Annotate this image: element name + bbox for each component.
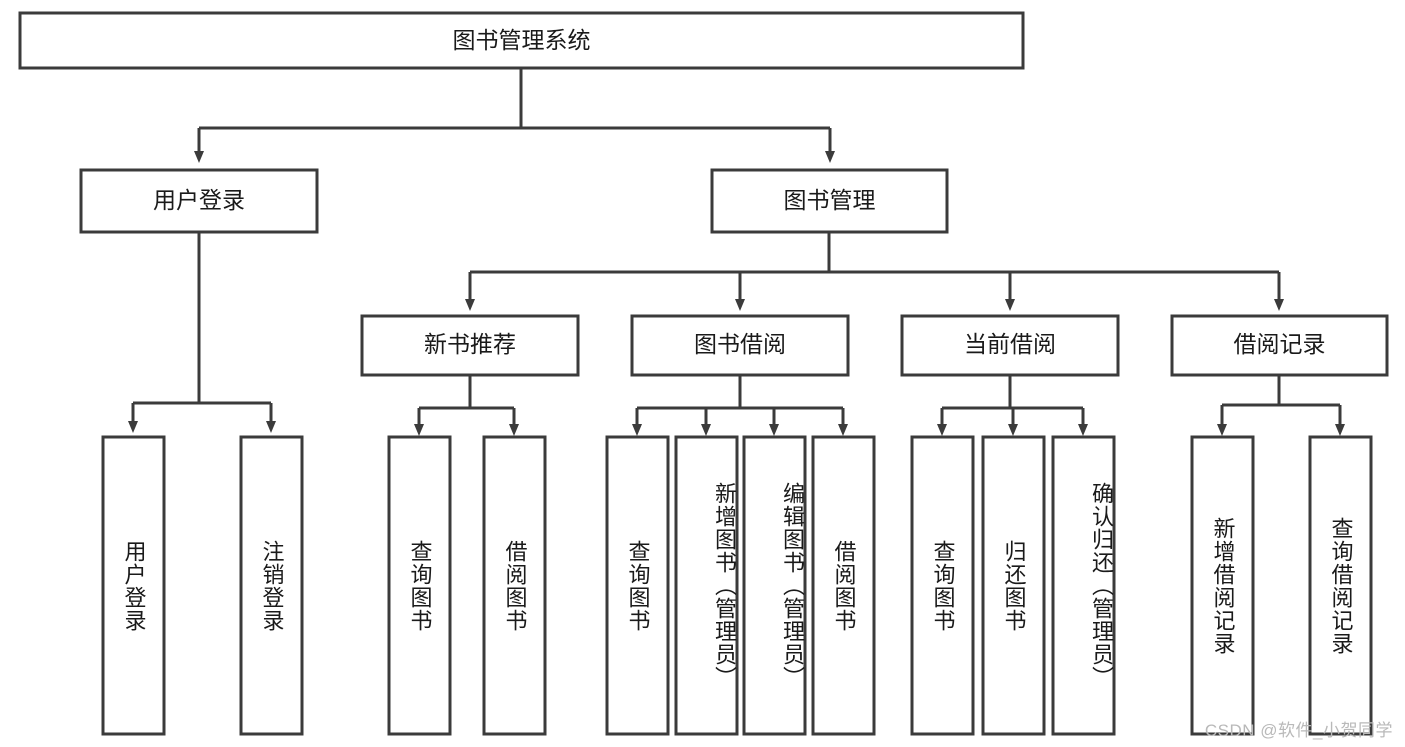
connector-root-to-level1 <box>194 68 835 163</box>
node-book-manage[interactable]: 图书管理 <box>710 168 949 234</box>
node-borrow-record[interactable]: 借阅记录 <box>1170 314 1389 377</box>
leaf-box-confirm-return[interactable] <box>1051 435 1116 736</box>
leaf-box-add-borrow-record[interactable] <box>1190 435 1255 736</box>
leaf-box-edit-book[interactable] <box>742 435 807 736</box>
node-new-book-recommend-label: 新书推荐 <box>424 331 516 357</box>
node-book-borrow-label: 图书借阅 <box>694 331 786 357</box>
connector-book-borrow-to-leaves <box>632 375 848 436</box>
node-new-book-recommend-box[interactable] <box>360 314 580 377</box>
node-user-login-box[interactable] <box>79 168 319 234</box>
leaf-box-query-book-recommend[interactable] <box>387 435 452 736</box>
node-book-borrow[interactable]: 图书借阅 <box>630 314 850 377</box>
node-user-login-label: 用户登录 <box>153 187 245 213</box>
connector-new-book-recommend-to-leaves <box>414 375 519 436</box>
node-current-borrow-box[interactable] <box>900 314 1120 377</box>
leaf-box-user-login[interactable] <box>101 435 166 736</box>
connector-borrow-record-to-leaves <box>1217 375 1345 436</box>
connector-user-login-to-leaves <box>128 232 276 433</box>
leaf-box-add-book[interactable] <box>674 435 739 736</box>
leaf-box-query-book-borrow[interactable] <box>605 435 670 736</box>
connector-book-manage-to-level2 <box>465 232 1284 311</box>
leaf-box-return-book[interactable] <box>981 435 1046 736</box>
leaf-box-query-borrow-record[interactable] <box>1308 435 1373 736</box>
node-book-manage-label: 图书管理 <box>784 187 876 213</box>
node-root-label: 图书管理系统 <box>453 27 591 53</box>
node-user-login[interactable]: 用户登录 <box>79 168 319 234</box>
leaf-box-logout[interactable] <box>239 435 304 736</box>
node-current-borrow-label: 当前借阅 <box>964 331 1056 357</box>
csdn-watermark: CSDN @软件_小贺同学 <box>1204 721 1393 740</box>
node-root-box[interactable] <box>18 11 1025 70</box>
node-current-borrow[interactable]: 当前借阅 <box>900 314 1120 377</box>
node-root[interactable]: 图书管理系统 <box>18 11 1025 70</box>
leaf-box-query-book-current[interactable] <box>910 435 975 736</box>
leaf-box-borrow-book[interactable] <box>811 435 876 736</box>
leaf-box-borrow-book-recommend[interactable] <box>482 435 547 736</box>
node-new-book-recommend[interactable]: 新书推荐 <box>360 314 580 377</box>
connector-current-borrow-to-leaves <box>937 375 1088 436</box>
node-borrow-record-label: 借阅记录 <box>1234 331 1326 357</box>
